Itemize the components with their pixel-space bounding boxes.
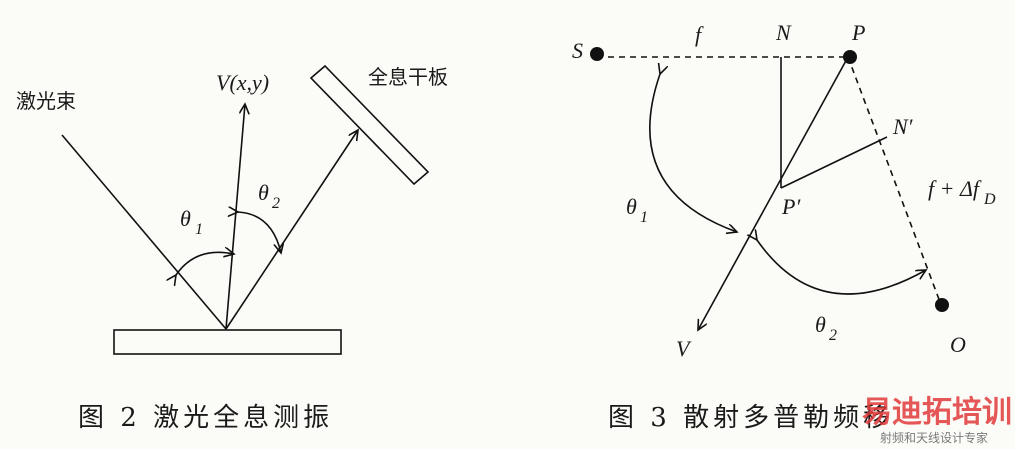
- label-v: V: [676, 336, 692, 361]
- point-p: [843, 50, 857, 64]
- source-point: [590, 47, 604, 61]
- theta1-subscript: 1: [195, 221, 203, 238]
- label-f: f: [695, 22, 704, 47]
- velocity-arrow-fig3: [698, 56, 849, 330]
- observer-point: [935, 298, 949, 312]
- watermark-subtitle: 射频和天线设计专家: [880, 430, 988, 445]
- theta1-subscript-fig3: 1: [640, 209, 648, 226]
- theta2-subscript-fig3: 2: [829, 327, 837, 344]
- velocity-arrow: [225, 104, 245, 330]
- label-s: S: [572, 38, 583, 63]
- theta1-arc: [176, 252, 234, 275]
- frequency-shift-subscript: D: [983, 191, 996, 208]
- watermark-title: 易迪拓培训: [862, 395, 1012, 430]
- label-n: N: [775, 20, 792, 45]
- plate-label: 全息干板: [368, 65, 448, 89]
- theta1-arc-fig3: [649, 74, 737, 232]
- beam-label: 激光束: [16, 89, 76, 113]
- watermark: 易迪拓培训 射频和天线设计专家: [862, 395, 1012, 445]
- theta2-arc-fig3: [757, 240, 926, 295]
- laser-beam-line: [61, 134, 227, 330]
- theta2-symbol-fig3: θ: [815, 312, 826, 337]
- theta2-arc: [238, 212, 281, 253]
- label-p: P: [851, 20, 865, 45]
- label-n-prime: N′: [892, 114, 914, 139]
- projection-line: [780, 136, 888, 189]
- figure-3: [597, 56, 941, 330]
- scattered-beam-arrow: [225, 130, 358, 330]
- sample-plate: [113, 329, 342, 355]
- theta2-subscript: 2: [272, 195, 280, 212]
- velocity-label: V(x,y): [216, 70, 269, 95]
- frequency-shift-label: f + Δf: [928, 176, 982, 201]
- figure2-caption: 图 2 激光全息测振: [78, 403, 333, 433]
- figure-2: [61, 64, 430, 355]
- theta1-symbol: θ: [180, 206, 191, 231]
- theta2-symbol: θ: [258, 180, 269, 205]
- theta1-symbol-fig3: θ: [626, 194, 637, 219]
- figure3-caption: 图 3 散射多普勒频移: [608, 403, 893, 433]
- hologram-plate: [309, 64, 430, 186]
- label-o: O: [950, 332, 966, 357]
- label-p-prime: P′: [781, 194, 801, 219]
- observer-dashed-line: [847, 56, 941, 303]
